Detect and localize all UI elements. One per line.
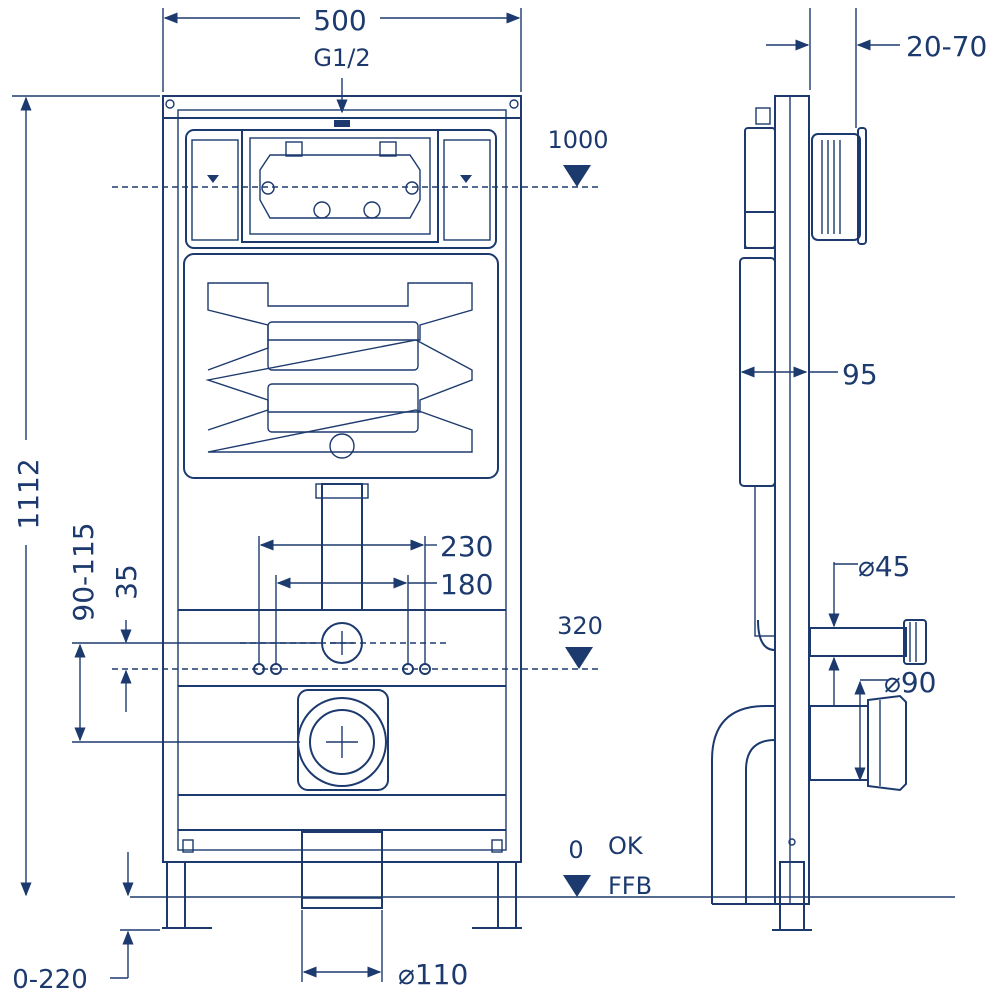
flush-pipe — [321, 483, 363, 611]
drain-height-label: 90-115 — [67, 522, 100, 621]
cistern-head — [185, 120, 497, 249]
water-inlet-label: G1/2 — [313, 44, 370, 72]
drain-diameter-label: ⌀110 — [398, 958, 468, 991]
marker-1000-label: 1000 — [547, 126, 608, 154]
front-view: 500 G1/2 1112 1000 320 230 180 35 — [12, 4, 955, 995]
floor-ffb-label: FFB — [608, 872, 652, 900]
bolt-height-label: 35 — [110, 564, 143, 600]
outlet-pipe — [711, 694, 907, 905]
bolt-inner-label: 180 — [440, 568, 493, 601]
outlet-diameter-label: ⌀90 — [884, 666, 937, 699]
marker-320-label: 320 — [557, 612, 603, 640]
floor-zero-label: 0 — [568, 836, 583, 864]
drain-connection — [297, 689, 389, 791]
cistern-body — [183, 253, 499, 479]
bolt-outer-label: 230 — [440, 530, 493, 563]
drain-pipe — [301, 831, 383, 909]
legs — [162, 839, 522, 929]
wall-gap-label: 20-70 — [906, 30, 987, 63]
inlet-diameter-label: ⌀45 — [858, 550, 911, 583]
leg-adjust-label: 0-220 — [12, 965, 88, 995]
flush-plate — [811, 127, 867, 245]
width-label: 500 — [313, 4, 366, 37]
depth-label: 95 — [842, 358, 878, 391]
height-label: 1112 — [12, 458, 45, 529]
inlet-pipe — [757, 619, 927, 665]
side-frame — [774, 95, 810, 905]
side-view: 20-70 95 ⌀45 ⌀90 — [711, 8, 987, 931]
floor-ok-label: OK — [608, 832, 644, 860]
